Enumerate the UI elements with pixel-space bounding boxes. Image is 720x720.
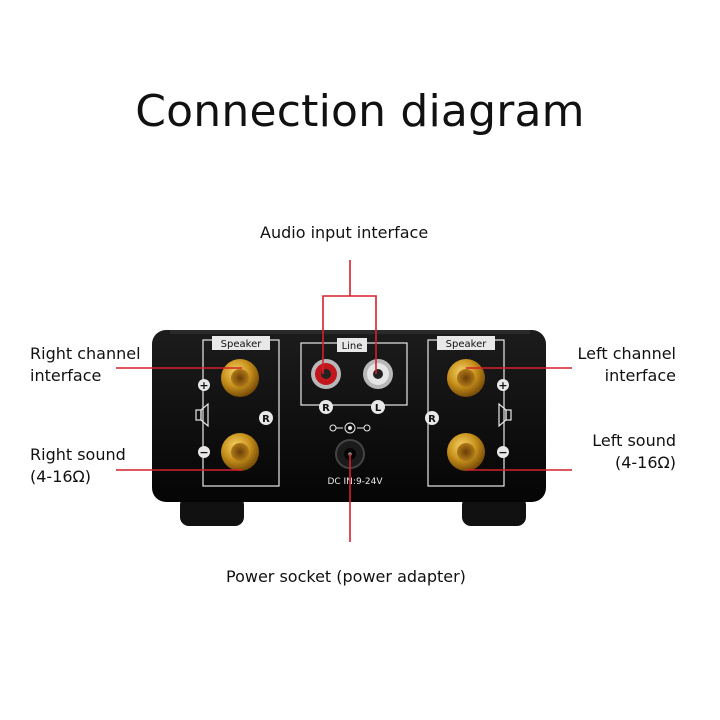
right-sound-label-line2: (4-16Ω) [30, 467, 92, 486]
diagram-title: Connection diagram [135, 86, 585, 137]
left-sound-label-line2: (4-16Ω) [614, 453, 676, 472]
speaker-terminal-left-plus [447, 359, 485, 397]
power-socket-label: Power socket (power adapter) [226, 567, 466, 586]
amplifier-top-edge [170, 330, 530, 334]
speaker-terminal-right-plus [221, 359, 259, 397]
speaker-label-left: Speaker [221, 339, 263, 350]
plus-label-right: + [498, 379, 507, 392]
right-channel-label: Right channel interface [30, 343, 141, 387]
speaker-symbol-icon-right [498, 402, 512, 428]
right-channel-label-line1: Right channel [30, 344, 141, 363]
dc-in-label: DC IN:9-24V [327, 477, 383, 487]
speaker-label-bg-right [437, 336, 495, 350]
right-foot [462, 496, 526, 526]
rca-jack-right [311, 359, 341, 389]
right-speaker-panel: Speaker [202, 336, 280, 487]
dc-polarity-icon [329, 422, 371, 434]
left-channel-label-line2: interface [604, 366, 676, 385]
speaker-label-right: Speaker [446, 339, 488, 350]
right-sound-label: Right sound (4-16Ω) [30, 444, 126, 488]
left-channel-label-line1: Left channel [577, 344, 677, 363]
speaker-label-bg-left [212, 336, 270, 350]
plus-label-left: + [199, 379, 208, 392]
left-channel-label: Left channel interface [578, 343, 677, 387]
line-label: Line [342, 341, 363, 352]
left-sound-label: Left sound (4-16Ω) [592, 430, 676, 474]
left-sound-label-line1: Left sound [592, 431, 676, 450]
speaker-terminal-right-minus [221, 433, 259, 471]
side-marker-r-right: R [428, 414, 436, 425]
rca-l-label: L [375, 403, 382, 414]
line-input-panel: Line [300, 338, 408, 406]
minus-label-left: − [199, 446, 208, 459]
right-channel-label-line2: interface [30, 366, 102, 385]
callout-lines [116, 260, 572, 542]
rca-jack-left [363, 359, 393, 389]
side-marker-r-left: R [262, 414, 270, 425]
rca-r-label: R [322, 403, 330, 414]
left-foot [180, 496, 244, 526]
speaker-terminal-left-minus [447, 433, 485, 471]
audio-input-label: Audio input interface [260, 223, 429, 242]
minus-label-right: − [498, 446, 507, 459]
right-sound-label-line1: Right sound [30, 445, 126, 464]
speaker-symbol-icon-left [195, 402, 209, 428]
